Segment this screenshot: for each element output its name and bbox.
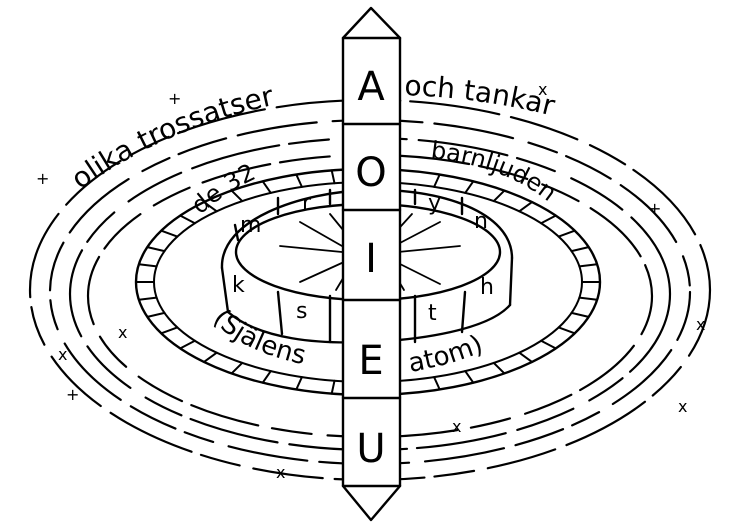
ring-letter-s: s — [296, 299, 307, 324]
tick-mark — [494, 191, 505, 202]
tick-mark — [180, 216, 195, 224]
orbit-mark: x — [678, 397, 687, 416]
ring-letter-k: k — [232, 273, 245, 298]
tick-mark — [204, 353, 217, 362]
orbit-mark: x — [538, 80, 547, 99]
orbit-mark: x — [58, 345, 67, 364]
tick-mark — [541, 216, 556, 224]
ring-letter-y: y — [428, 191, 441, 216]
orbit-mark: x — [276, 463, 285, 482]
tick-mark — [147, 247, 164, 251]
label-sjalens: (Själens — [207, 303, 309, 371]
tick-mark — [232, 363, 243, 374]
tick-mark — [296, 377, 302, 389]
label-och-tankar: och tankar — [404, 69, 559, 123]
orbit-mark: x — [452, 417, 461, 436]
tick-mark — [465, 181, 473, 193]
orbit-mark: + — [66, 385, 79, 404]
column-letter-u: U — [356, 426, 385, 472]
column-bottom-cap — [343, 486, 400, 520]
tick-mark — [559, 327, 575, 333]
tick-mark — [147, 313, 164, 317]
tick-mark — [434, 377, 440, 389]
tick-mark — [519, 353, 532, 362]
column-letter-a: A — [357, 64, 385, 110]
tick-mark — [263, 181, 271, 193]
tick-mark — [332, 170, 335, 183]
tick-mark — [572, 247, 589, 251]
column-letter-i: I — [365, 236, 377, 282]
orbit-mark: + — [168, 89, 181, 108]
column-top-cap — [343, 8, 400, 38]
tick-mark — [465, 371, 473, 383]
ring-letter-t: t — [428, 301, 437, 326]
tick-mark — [263, 371, 271, 383]
ring-letter-r: r — [302, 191, 312, 216]
tick-mark — [180, 341, 195, 349]
orbit-mark: x — [696, 315, 705, 334]
tick-mark — [572, 313, 589, 317]
tick-mark — [332, 381, 335, 394]
tick-mark — [161, 327, 177, 333]
tick-mark — [434, 175, 440, 187]
orbit-mark: + — [36, 169, 49, 188]
tick-mark — [139, 298, 157, 300]
ring-letter-h: h — [480, 275, 494, 300]
ring-letter-m: m — [240, 213, 261, 238]
column-letter-e: E — [358, 338, 383, 384]
tick-mark — [559, 231, 575, 237]
tick-mark — [579, 264, 597, 266]
orbit-mark: x — [118, 323, 127, 342]
tick-mark — [579, 298, 597, 300]
tick-mark — [139, 264, 157, 266]
orbit-mark: + — [648, 199, 661, 218]
column-letter-o: O — [355, 150, 386, 196]
ring-letter-n: n — [474, 209, 488, 234]
tick-mark — [541, 341, 556, 349]
tick-mark — [519, 202, 532, 211]
tick-mark — [296, 175, 302, 187]
tick-mark — [161, 231, 177, 237]
tick-mark — [494, 363, 505, 374]
